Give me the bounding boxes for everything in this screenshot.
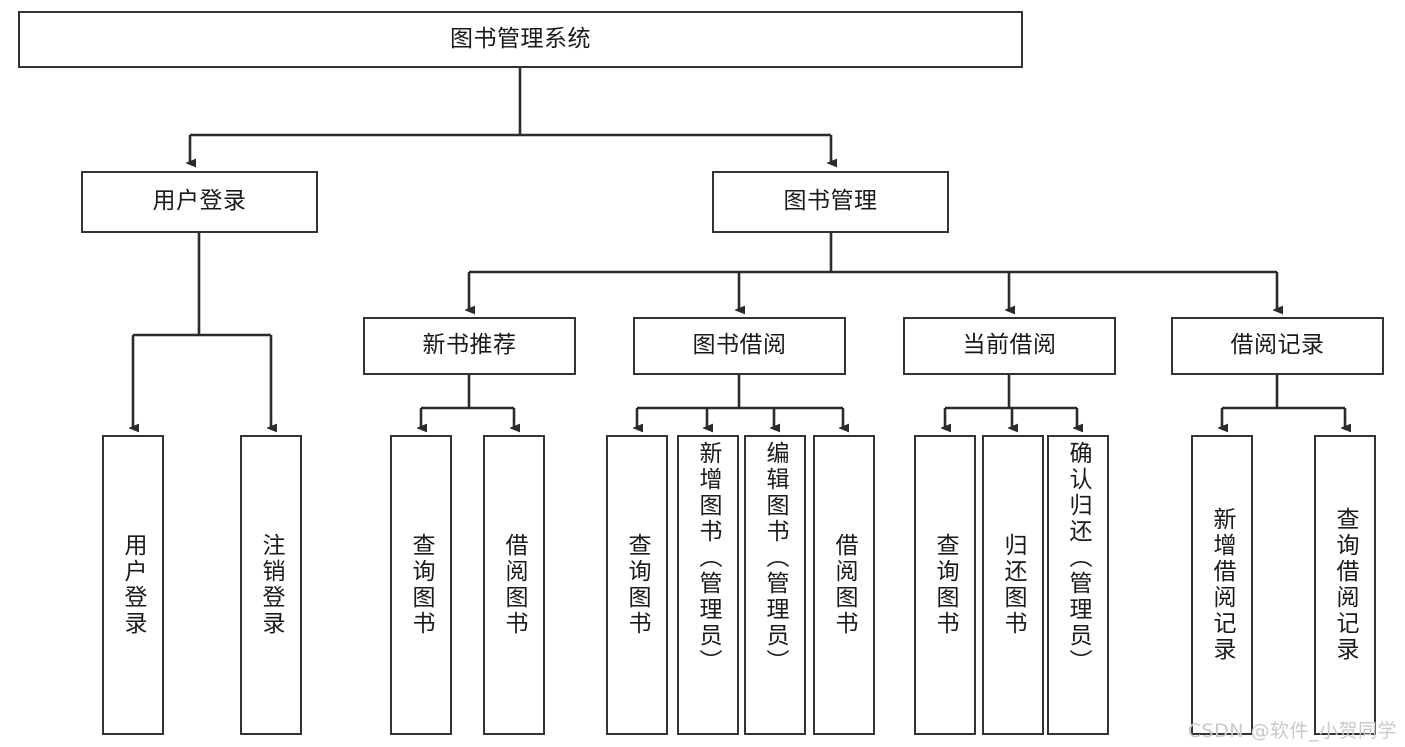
leaf-query-book-current[interactable]: 查询图书 — [914, 435, 976, 735]
node-label: 借阅图书 — [501, 533, 528, 637]
node-label: 新书推荐 — [422, 332, 517, 359]
node-root-system[interactable]: 图书管理系统 — [18, 11, 1023, 68]
csdn-watermark: CSDN @软件_小贺同学 — [1187, 720, 1397, 742]
node-current-borrow[interactable]: 当前借阅 — [903, 317, 1116, 375]
node-label: 借阅图书 — [831, 533, 858, 637]
leaf-confirm-return-admin[interactable]: 确认归还（管理员） — [1047, 435, 1109, 735]
node-label: 图书借阅 — [692, 332, 787, 359]
leaf-query-book-recommend[interactable]: 查询图书 — [390, 435, 452, 735]
node-label: 查询图书 — [408, 533, 435, 637]
leaf-borrow-book[interactable]: 借阅图书 — [813, 435, 875, 735]
node-label: 用户登录 — [120, 533, 147, 637]
leaf-user-logout[interactable]: 注销登录 — [240, 435, 302, 735]
node-label: 用户登录 — [152, 188, 247, 215]
node-borrow-record[interactable]: 借阅记录 — [1171, 317, 1384, 375]
node-book-management[interactable]: 图书管理 — [712, 171, 949, 233]
node-label: 注销登录 — [258, 533, 285, 637]
node-label: 图书管理系统 — [450, 25, 591, 52]
leaf-add-borrow-record[interactable]: 新增借阅记录 — [1191, 435, 1253, 735]
leaf-return-book[interactable]: 归还图书 — [982, 435, 1044, 735]
node-label: 查询图书 — [624, 533, 651, 637]
node-label: 确认归还（管理员） — [1065, 441, 1092, 675]
node-label: 编辑图书（管理员） — [762, 441, 789, 675]
node-label: 新增借阅记录 — [1209, 507, 1236, 663]
leaf-add-book-admin[interactable]: 新增图书（管理员） — [677, 435, 739, 735]
node-label: 查询图书 — [932, 533, 959, 637]
leaf-borrow-book-recommend[interactable]: 借阅图书 — [483, 435, 545, 735]
node-label: 图书管理 — [783, 188, 878, 215]
node-label: 新增图书（管理员） — [695, 441, 722, 675]
leaf-edit-book-admin[interactable]: 编辑图书（管理员） — [744, 435, 806, 735]
leaf-query-borrow-record[interactable]: 查询借阅记录 — [1314, 435, 1376, 735]
leaf-query-book-borrow[interactable]: 查询图书 — [606, 435, 668, 735]
node-user-login[interactable]: 用户登录 — [81, 171, 318, 233]
node-label: 借阅记录 — [1230, 332, 1325, 359]
node-book-borrow[interactable]: 图书借阅 — [633, 317, 846, 375]
node-label: 归还图书 — [1000, 533, 1027, 637]
node-label: 查询借阅记录 — [1332, 507, 1359, 663]
node-label: 当前借阅 — [962, 332, 1057, 359]
node-new-book-recommend[interactable]: 新书推荐 — [363, 317, 576, 375]
leaf-user-login[interactable]: 用户登录 — [102, 435, 164, 735]
